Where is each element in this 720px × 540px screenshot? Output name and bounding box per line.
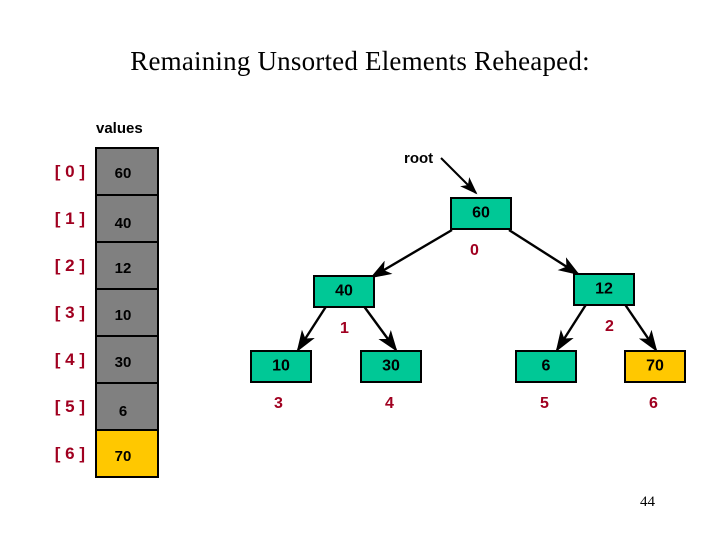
tree-node-value-6: 6	[541, 357, 551, 375]
array-cell-5[interactable]: [ 5 ] 6	[55, 384, 157, 431]
array-index-label-2: [ 2 ]	[54, 255, 85, 275]
array-cell-value-2: 12	[114, 259, 132, 277]
array-cell-0[interactable]: [ 0 ] 60	[55, 149, 157, 196]
edge-12-to-70	[623, 302, 658, 352]
array-index-label-6: [ 6 ]	[54, 443, 85, 463]
tree-node-index-4: 4	[385, 395, 394, 412]
tree-node-index-3: 3	[274, 395, 283, 412]
tree-node-index-6: 6	[649, 395, 658, 412]
array-cell-6[interactable]: [ 6 ] 70	[55, 431, 157, 478]
tree-node-index-2: 2	[605, 318, 614, 335]
tree-node-index-5: 5	[540, 395, 549, 412]
array-header-label: values	[96, 120, 143, 137]
array-cell-3[interactable]: [ 3 ] 10	[55, 290, 157, 337]
tree-node-30[interactable]: 30	[360, 350, 422, 383]
array-index-label-1: [ 1 ]	[54, 208, 85, 228]
array-index-label-0: [ 0 ]	[54, 161, 85, 181]
edge-60-to-12	[508, 228, 581, 276]
tree-node-70[interactable]: 70	[624, 350, 686, 383]
edge-40-to-10	[296, 304, 329, 353]
tree-node-10[interactable]: 10	[250, 350, 312, 383]
tree-node-index-1: 1	[340, 320, 349, 337]
edge-40-to-30	[362, 304, 398, 352]
tree-node-value-40: 40	[335, 282, 353, 300]
tree-node-value-12: 12	[595, 280, 613, 298]
tree-node-value-30: 30	[382, 357, 400, 375]
tree-node-60[interactable]: 60	[450, 197, 512, 230]
array-cell-4[interactable]: [ 4 ] 30	[55, 337, 157, 384]
array-cell-value-1: 40	[114, 214, 132, 232]
values-array: [ 0 ] 60 [ 1 ] 40 [ 2 ] 12 [ 3 ] 10 [ 4 …	[55, 147, 159, 478]
array-cell-value-3: 10	[114, 306, 132, 324]
array-index-label-4: [ 4 ]	[54, 349, 85, 369]
array-index-label-5: [ 5 ]	[54, 396, 85, 416]
root-pointer-arrow	[440, 157, 478, 195]
tree-node-6[interactable]: 6	[515, 350, 577, 383]
root-pointer-label: root	[404, 150, 434, 167]
array-cell-value-4: 30	[114, 353, 132, 371]
page-title: Remaining Unsorted Elements Reheaped:	[130, 46, 590, 76]
tree-node-40[interactable]: 40	[313, 275, 375, 308]
tree-node-value-70: 70	[646, 357, 664, 375]
array-cell-value-0: 60	[114, 164, 132, 182]
tree-node-12[interactable]: 12	[573, 273, 635, 306]
tree-node-index-0: 0	[470, 242, 479, 259]
array-cell-2[interactable]: [ 2 ] 12	[55, 243, 157, 290]
edge-60-to-40	[369, 228, 453, 279]
tree-node-value-60: 60	[472, 204, 490, 222]
array-cell-value-6: 70	[114, 447, 132, 465]
edge-12-to-6	[555, 302, 589, 353]
tree-node-value-10: 10	[272, 357, 290, 375]
page-number: 44	[640, 494, 655, 510]
array-cell-value-5: 6	[118, 402, 128, 420]
array-cell-1[interactable]: [ 1 ] 40	[55, 196, 157, 243]
array-index-label-3: [ 3 ]	[54, 302, 85, 322]
